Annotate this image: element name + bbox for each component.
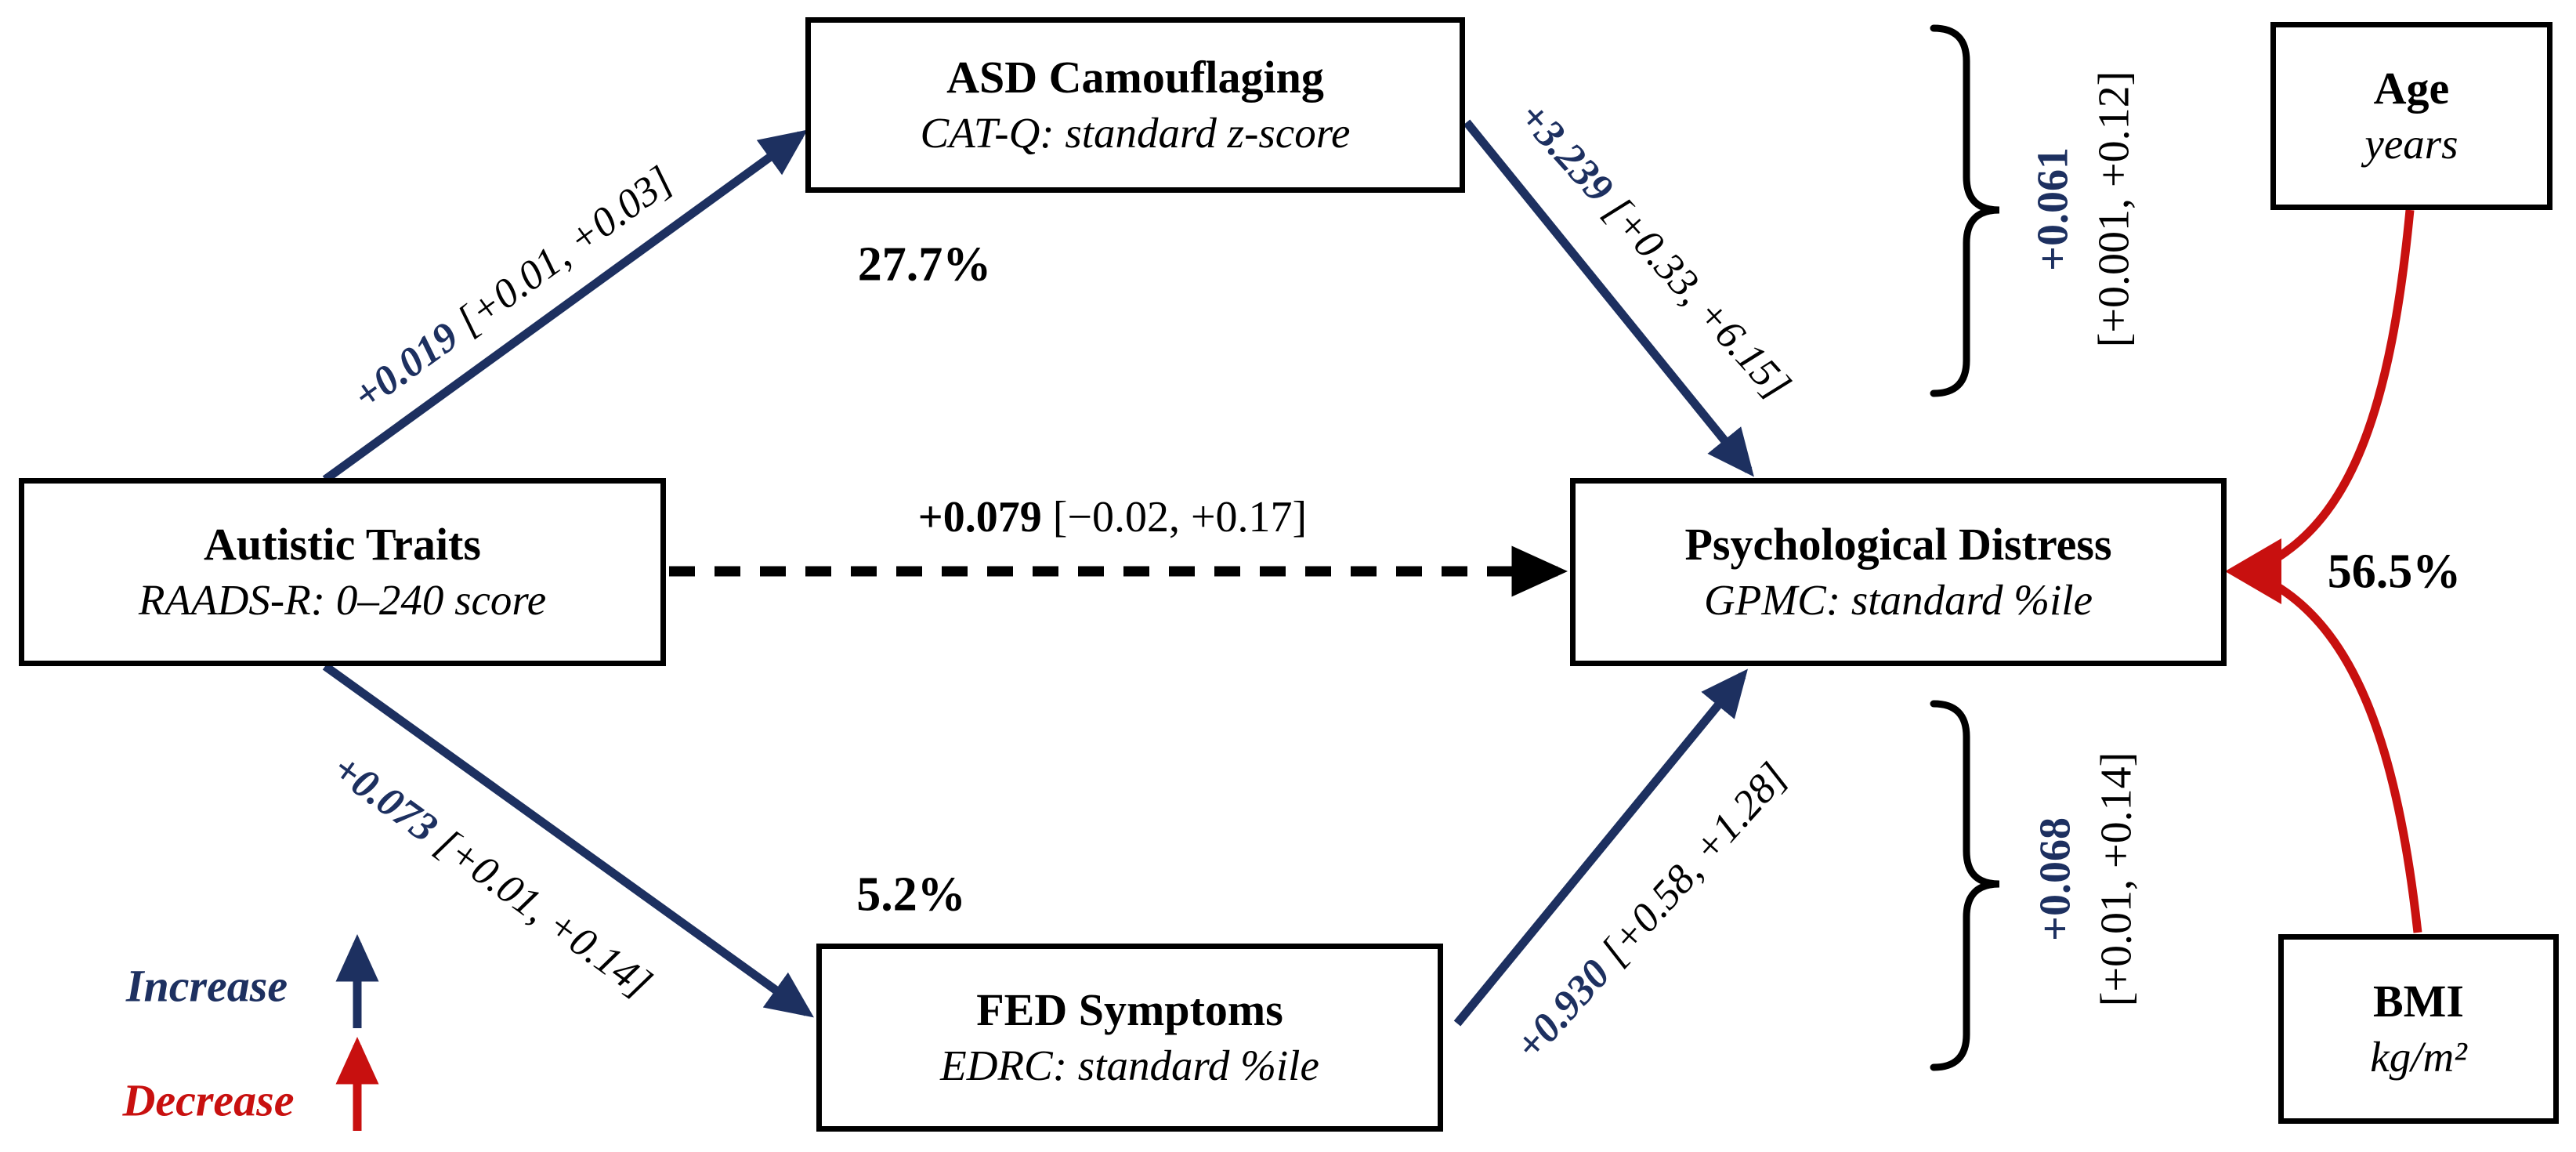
node-fed-symptoms: FED Symptoms EDRC: standard %ile xyxy=(816,944,1443,1132)
node-bmi: BMI kg/m² xyxy=(2278,934,2559,1124)
node-age: Age years xyxy=(2270,22,2552,210)
arrow-camouflaging-to-distress xyxy=(1463,119,1754,477)
node-subtitle: EDRC: standard %ile xyxy=(940,1041,1319,1089)
brace-top-indirect xyxy=(1930,24,2000,397)
label-direct-effect: +0.079 [−0.02, +0.17] xyxy=(918,492,1307,542)
arrow-bmi-to-distress xyxy=(2274,582,2422,933)
arrow-autistic-to-camouflaging xyxy=(322,129,808,484)
variance-distress: 56.5% xyxy=(2327,545,2462,599)
node-title: Psychological Distress xyxy=(1684,519,2112,571)
node-psychological-distress: Psychological Distress GPMC: standard %i… xyxy=(1570,478,2227,666)
node-subtitle: CAT-Q: standard z-score xyxy=(920,108,1351,157)
path-confidence-interval: [−0.02, +0.17] xyxy=(1052,493,1308,542)
variance-camouflaging: 27.7% xyxy=(857,237,992,292)
indirect-coefficient: +0.061 xyxy=(2028,147,2078,271)
arrow-autistic-to-fed xyxy=(322,662,814,1018)
red-arrowhead xyxy=(2225,538,2281,604)
node-autistic-traits: Autistic Traits RAADS-R: 0–240 score xyxy=(19,478,666,666)
path-coefficient: +0.079 xyxy=(917,493,1042,542)
node-title: BMI xyxy=(2373,976,2464,1027)
legend-increase-label: Increase xyxy=(125,960,288,1012)
node-title: ASD Camouflaging xyxy=(946,52,1324,103)
indirect-confidence-interval: [+0.001, +0.12] xyxy=(2090,71,2139,348)
node-subtitle: GPMC: standard %ile xyxy=(1704,575,2093,624)
variance-fed: 5.2% xyxy=(856,868,966,922)
node-title: Age xyxy=(2373,63,2450,114)
node-title: Autistic Traits xyxy=(204,519,481,571)
indirect-confidence-interval: [+0.01, +0.14] xyxy=(2093,752,2141,1007)
brace-bottom-indirect xyxy=(1930,700,2000,1071)
arrow-age-to-distress xyxy=(2274,209,2415,562)
indirect-coefficient: +0.068 xyxy=(2031,817,2080,941)
label-indirect-effect-top: +0.061 [+0.001, +0.12] xyxy=(2023,71,2146,347)
node-subtitle: RAADS-R: 0–240 score xyxy=(138,575,547,624)
arrow-fed-to-distress xyxy=(1453,668,1748,1027)
label-indirect-effect-bottom: +0.068 [+0.01, +0.14] xyxy=(2025,752,2148,1006)
legend-decrease-label: Decrease xyxy=(122,1074,295,1126)
node-asd-camouflaging: ASD Camouflaging CAT-Q: standard z-score xyxy=(805,17,1465,193)
node-subtitle: kg/m² xyxy=(2370,1032,2467,1081)
node-title: FED Symptoms xyxy=(976,984,1283,1036)
node-subtitle: years xyxy=(2364,119,2458,168)
